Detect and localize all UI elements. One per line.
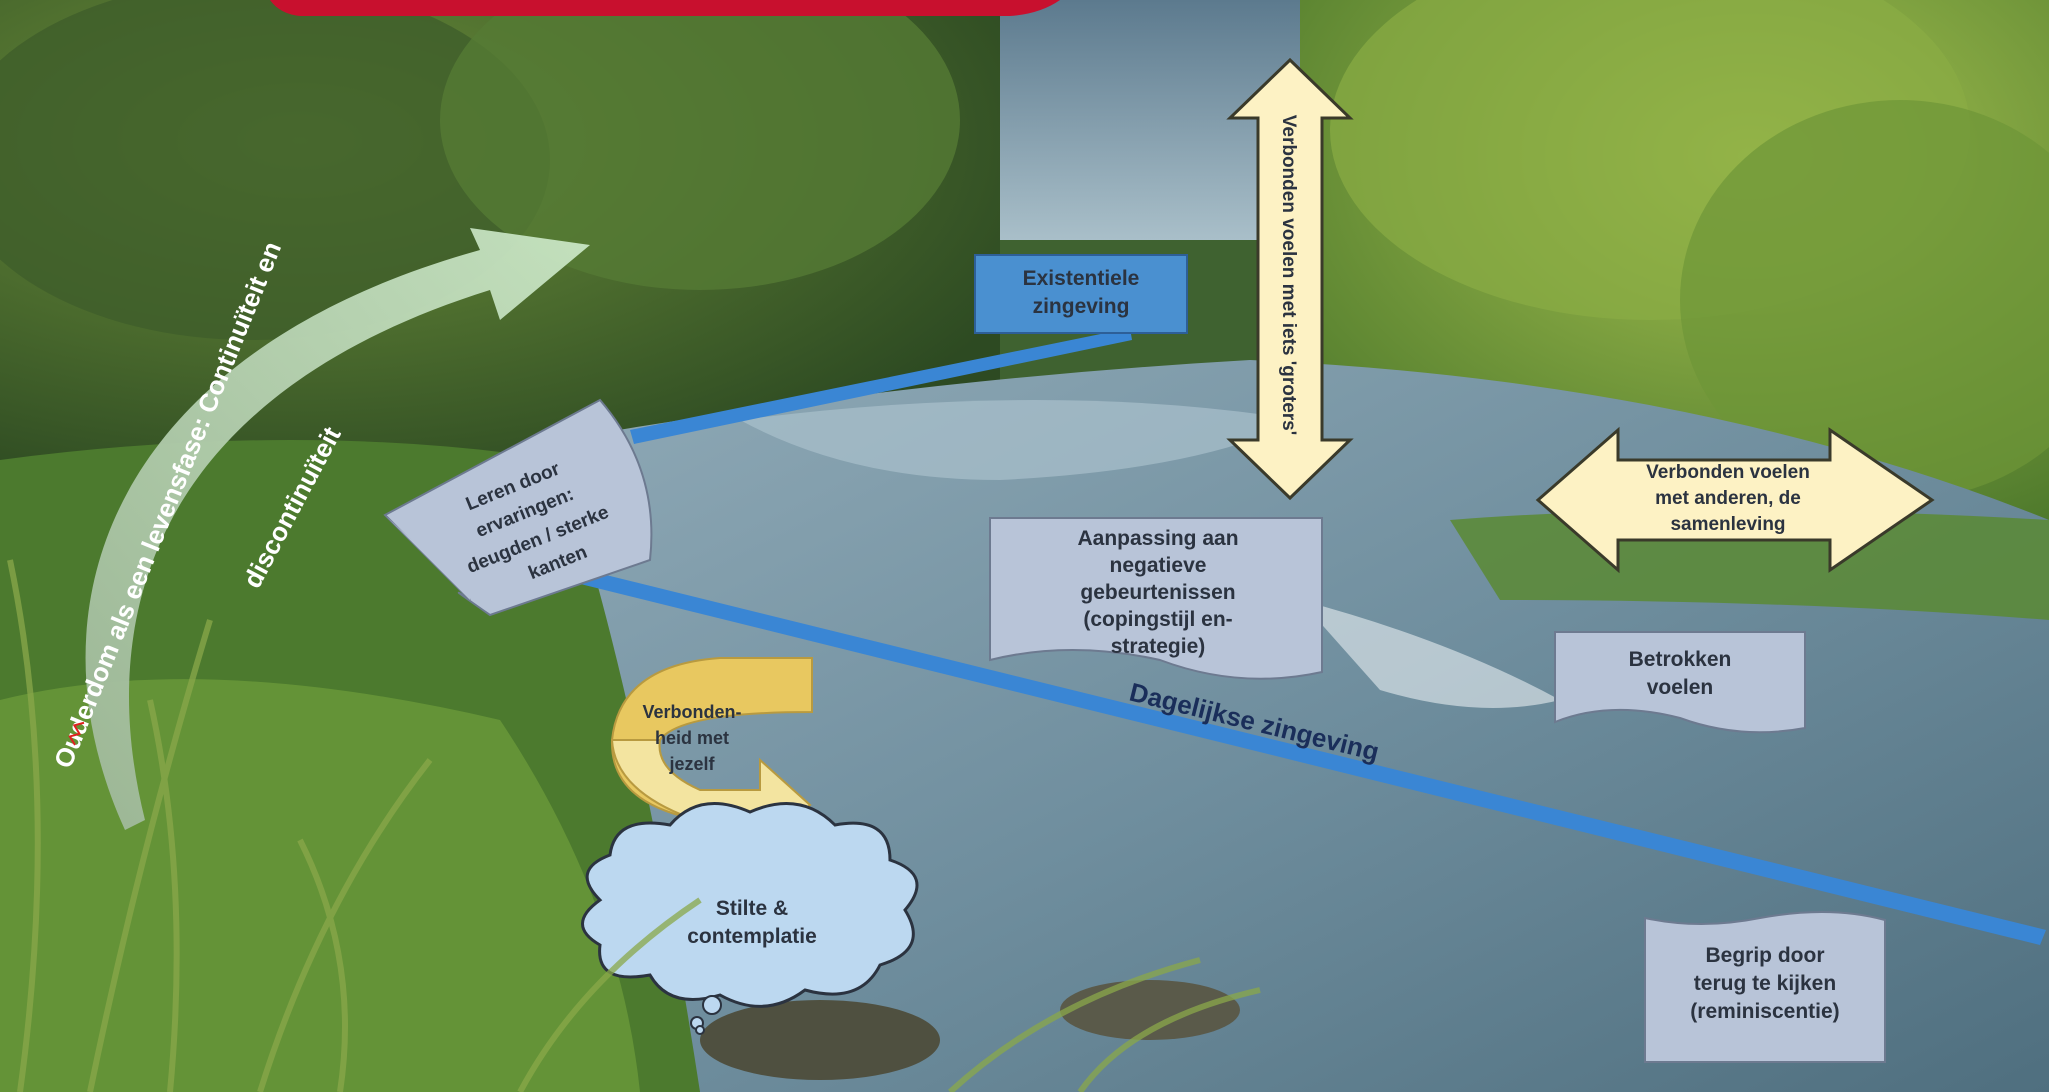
reminiscence-line2: terug te kijken (1694, 972, 1836, 995)
top-red-banner (270, 0, 1060, 16)
involved-line2: voelen (1647, 676, 1714, 699)
others-line1: Verbonden voelen (1646, 462, 1810, 483)
involved-line1: Betrokken (1629, 648, 1732, 671)
reminiscence-line1: Begrip door (1706, 944, 1825, 967)
adaptation-line3: gebeurtenissen (1080, 581, 1235, 604)
others-line2: met anderen, de (1655, 488, 1801, 509)
greater-connection-arrow: Verbonden voelen met iets 'groters' (1226, 57, 1354, 501)
silence-line1: Stilte & (716, 897, 788, 920)
self-line2: heid met (655, 728, 729, 748)
adaptation-line5: strategie) (1111, 635, 1206, 658)
involved-box: Betrokken voelen (1554, 631, 1806, 734)
greater-connection-label: Verbonden voelen met iets 'groters' (1278, 115, 1299, 436)
self-line3: jezelf (668, 754, 715, 774)
adaptation-line4: (copingstijl en- (1083, 608, 1232, 631)
learning-experiences: Leren door ervaringen: deugden / sterke … (383, 398, 653, 617)
reminiscence-line3: (reminiscentie) (1690, 1000, 1839, 1023)
adaptation-box: Aanpassing aan negatieve gebeurtenissen … (989, 517, 1323, 680)
existential-meaning: Existentiele zingeving (630, 254, 1188, 444)
self-line1: Verbonden- (642, 702, 741, 722)
adaptation-line1: Aanpassing aan (1077, 527, 1238, 550)
reminiscence-box: Begrip door terug te kijken (reminiscent… (1644, 911, 1886, 1063)
others-line3: samenleving (1670, 514, 1785, 535)
silence-line2: contemplatie (687, 925, 817, 948)
adaptation-line2: negatieve (1110, 554, 1207, 577)
foreground-grass (7, 559, 1261, 1092)
existential-box (974, 254, 1188, 334)
others-connection-arrow: Verbonden voelen met anderen, de samenle… (1535, 426, 1935, 574)
existential-line1: Existentiele (1023, 267, 1140, 290)
silence-cloud: Stilte & contemplatie (581, 802, 919, 1035)
existential-line2: zingeving (1033, 295, 1130, 318)
